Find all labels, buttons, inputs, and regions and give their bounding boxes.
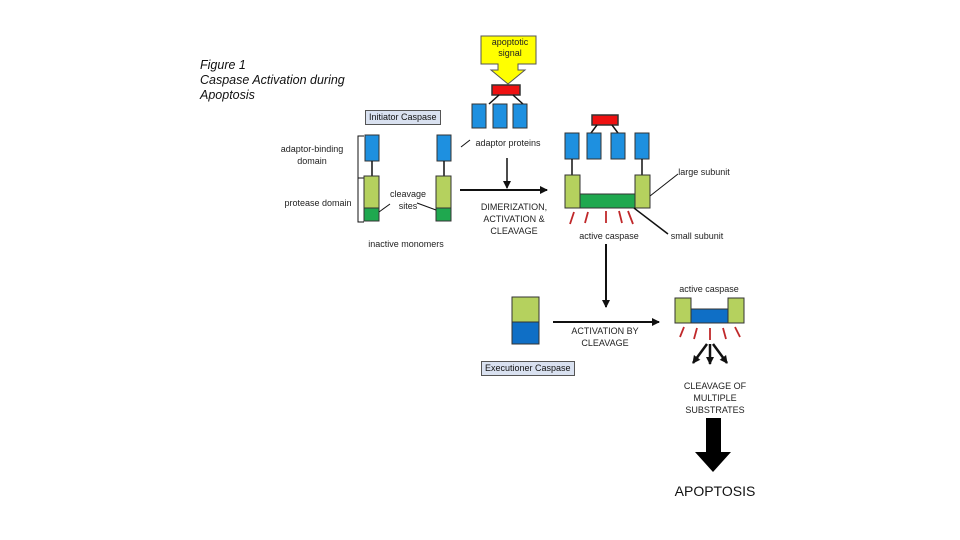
- adaptor-binding-domain: [436, 134, 452, 162]
- adaptor-protein: [512, 103, 528, 129]
- initiator-caspase-label: Initiator Caspase: [365, 110, 441, 125]
- cleavage-substrates-label: CLEAVAGE OF MULTIPLE SUBSTRATES: [673, 380, 757, 416]
- label-line: cleavage: [389, 189, 427, 199]
- adaptor-protein: [610, 132, 626, 160]
- inactive-monomers-label: inactive monomers: [368, 239, 444, 249]
- cleavage-site-pointer: [416, 202, 437, 211]
- label-line: ACTIVATION &: [483, 214, 545, 224]
- apoptotic-signal-arrow: [480, 35, 537, 85]
- apoptotic-signal-label: apoptotic signal: [483, 37, 537, 59]
- label-line: CLEAVAGE: [581, 338, 629, 348]
- apoptotic-signal-line: apoptotic: [491, 37, 529, 47]
- adaptor-protein: [492, 103, 508, 129]
- large-subunit: [564, 174, 581, 209]
- adaptor-protein: [564, 132, 580, 160]
- protease-domain-small: [363, 207, 380, 222]
- adaptor-proteins-label: adaptor proteins: [475, 138, 541, 148]
- label-line: SUBSTRATES: [685, 405, 745, 415]
- adaptor-link: [590, 124, 598, 134]
- adaptor-link: [488, 94, 500, 105]
- cleavage-site-pointer: [378, 203, 391, 213]
- substrate-arrow: [711, 343, 729, 364]
- adaptor-protein: [634, 132, 650, 160]
- figure-title-line: Figure 1: [200, 58, 246, 72]
- small-subunit-dimer: [579, 193, 636, 209]
- adaptor-proteins-pointer: [460, 139, 471, 148]
- protease-domain-large: [435, 175, 452, 209]
- label-line: adaptor-binding: [280, 144, 344, 154]
- executioner-small-subunit-dimer: [690, 308, 729, 324]
- label-line: ACTIVATION BY: [571, 326, 639, 336]
- adaptor-binding-domain: [364, 134, 380, 162]
- executioner-large-subunit: [511, 296, 540, 323]
- figure-title-line: Apoptosis: [200, 88, 255, 102]
- domain-bracket: [357, 135, 364, 223]
- label-line: MULTIPLE: [693, 393, 737, 403]
- adaptor-binding-domain-label: adaptor-binding domain: [268, 143, 356, 167]
- adaptor-link: [512, 94, 524, 105]
- adaptor-protein: [586, 132, 602, 160]
- label-line: CLEAVAGE: [490, 226, 538, 236]
- protease-domain-small: [435, 207, 452, 222]
- activation-by-cleavage-label: ACTIVATION BY CLEAVAGE: [563, 325, 647, 349]
- executioner-large-subunit: [727, 297, 745, 324]
- substrate-arrow: [691, 343, 709, 364]
- adaptor-protein: [471, 103, 487, 129]
- label-line: domain: [297, 156, 327, 166]
- adaptor-link: [611, 124, 619, 134]
- cleavage-ticks-initiator: [569, 210, 634, 225]
- apoptotic-signal-line: signal: [498, 48, 522, 58]
- figure-title-line: Caspase Activation during: [200, 73, 345, 87]
- protease-domain-label: protease domain: [284, 198, 352, 208]
- executioner-caspase-label: Executioner Caspase: [481, 361, 575, 376]
- small-subunit-label: small subunit: [670, 231, 724, 241]
- signal-receptor-red: [591, 114, 619, 126]
- dimerization-label: DIMERIZATION, ACTIVATION & CLEAVAGE: [469, 201, 559, 237]
- large-subunit: [634, 174, 651, 209]
- small-subunit-pointer: [633, 207, 669, 235]
- executioner-large-subunit: [674, 297, 692, 324]
- active-caspase-label: active caspase: [579, 231, 639, 241]
- executioner-small-subunit: [511, 321, 540, 345]
- cleavage-sites-label: cleavage sites: [380, 188, 436, 212]
- apoptosis-arrow: [695, 418, 731, 472]
- label-line: sites: [398, 201, 418, 211]
- signal-receptor-red: [491, 84, 521, 96]
- label-line: CLEAVAGE OF: [683, 381, 747, 391]
- active-caspase-label: active caspase: [679, 284, 739, 294]
- large-subunit-pointer: [649, 173, 679, 197]
- label-line: DIMERIZATION,: [480, 202, 548, 212]
- cleavage-ticks-executioner: [679, 326, 741, 340]
- figure-title: Figure 1 Caspase Activation during Apopt…: [200, 58, 345, 103]
- protease-domain-large: [363, 175, 380, 209]
- large-subunit-label: large subunit: [678, 167, 730, 177]
- apoptosis-label: APOPTOSIS: [674, 483, 756, 499]
